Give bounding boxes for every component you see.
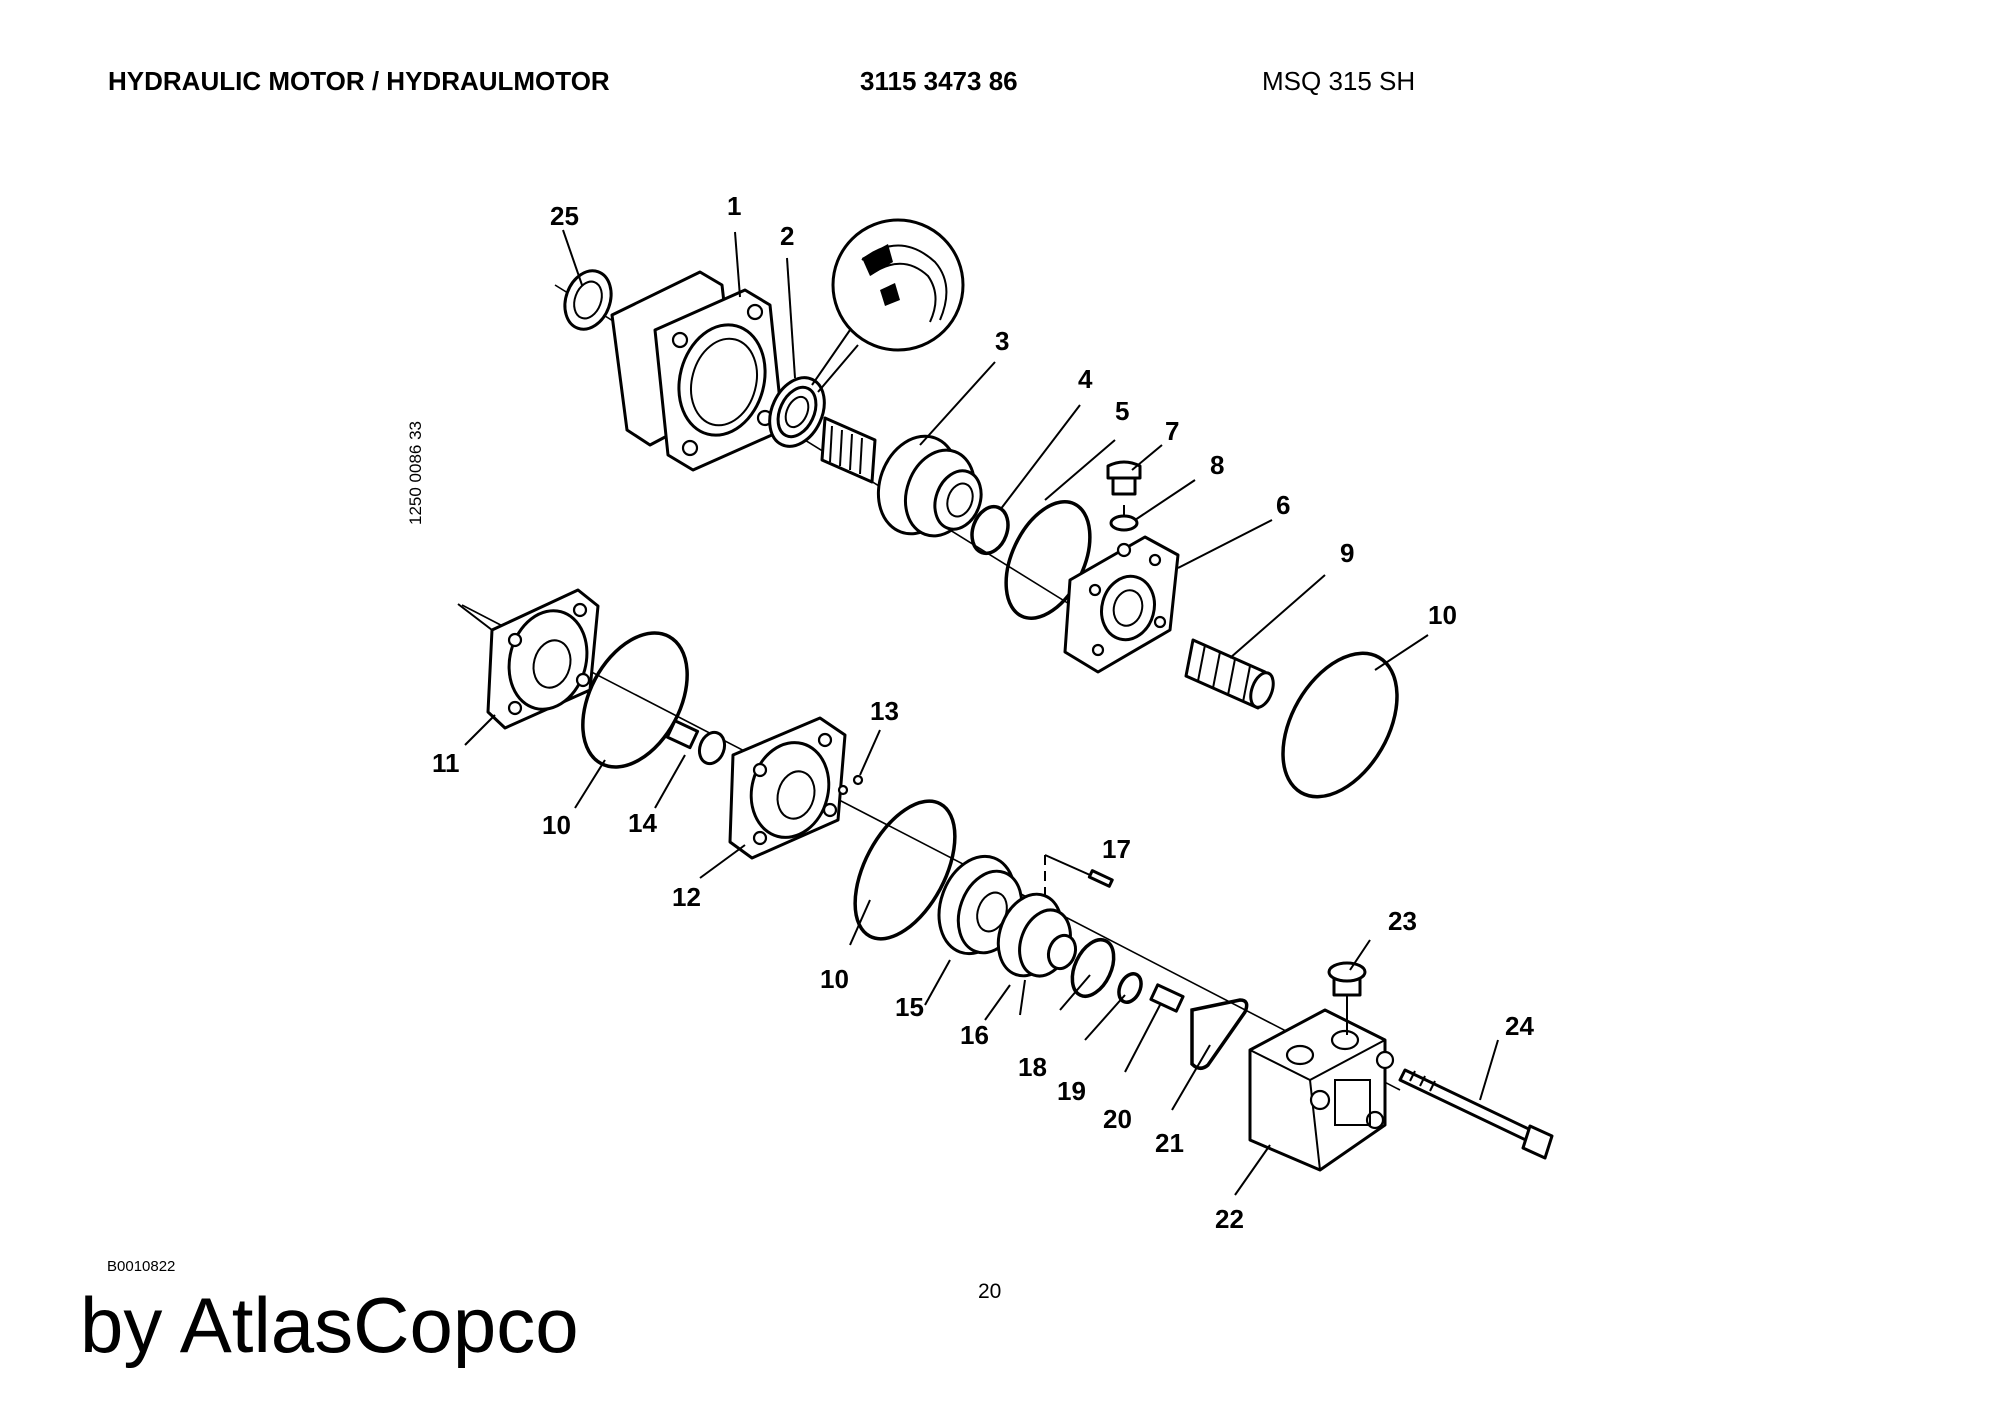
callout-11: 11: [432, 748, 460, 778]
document-id: B0010822: [107, 1258, 176, 1275]
callout-20: 20: [1103, 1104, 1132, 1134]
part-16-distributor: [996, 892, 1078, 978]
callout-9: 9: [1340, 538, 1354, 568]
part-8-washer: [1109, 514, 1139, 532]
callout-18: 18: [1018, 1052, 1047, 1082]
part-4-snap-ring: [970, 504, 1010, 556]
callout-19: 19: [1057, 1076, 1086, 1106]
callout-25: 25: [550, 201, 579, 231]
part-9-spline-shaft: [1184, 638, 1275, 710]
part-21-face-seal: [1190, 998, 1249, 1070]
page-title: HYDRAULIC MOTOR / HYDRAULMOTOR: [108, 66, 610, 96]
callout-17: 17: [1102, 834, 1131, 864]
callout-8: 8: [1210, 450, 1224, 480]
part-number: 3115 3473 86: [860, 66, 1018, 96]
callout-12: 12: [672, 882, 701, 912]
part-25-seal-ring: [563, 269, 613, 331]
part-22-port-housing: [1248, 1008, 1395, 1172]
part-10-o-ring-upper: [1281, 651, 1399, 799]
callout-4: 4: [1078, 364, 1093, 394]
part-6-bearing-housing: [1063, 535, 1180, 674]
callout-5: 5: [1115, 396, 1129, 426]
page-number: 20: [978, 1280, 1002, 1303]
part-14-small-spline: [665, 719, 727, 766]
part-18-o-ring: [1070, 938, 1116, 998]
callout-2: 2: [780, 221, 794, 251]
part-12-valve-plate: [728, 716, 847, 860]
callout-24: 24: [1505, 1011, 1534, 1041]
part-7-plug: [1106, 460, 1142, 496]
callout-10-lower: 10: [820, 964, 849, 994]
seal-detail-magnifier: [811, 218, 965, 393]
part-23-plug: [1327, 961, 1367, 1035]
part-10-o-ring-lower: [853, 799, 957, 941]
callout-14: 14: [628, 808, 657, 838]
part-2-shaft-seal: [768, 376, 826, 448]
part-17-guide-pin: [1044, 854, 1114, 900]
callout-13: 13: [870, 696, 899, 726]
callout-21: 21: [1155, 1128, 1184, 1158]
callout-10-middle: 10: [542, 810, 571, 840]
callout-15: 15: [895, 992, 924, 1022]
callout-6: 6: [1276, 490, 1290, 520]
part-19-seal: [1117, 972, 1143, 1004]
part-11-end-plate: [486, 588, 600, 730]
callout-16: 16: [960, 1020, 989, 1050]
lower-axis-line: [461, 604, 1401, 1091]
part-20-check-valve: [1149, 983, 1185, 1013]
leader-lines: [457, 229, 1499, 1196]
brand-text: by AtlasCopco: [80, 1281, 579, 1369]
callout-22: 22: [1215, 1204, 1244, 1234]
callout-23: 23: [1388, 906, 1417, 936]
callout-1: 1: [727, 191, 741, 221]
part-3-drive-shaft: [820, 416, 983, 538]
part-24-bolt: [1398, 1068, 1554, 1160]
part-13-pins: [837, 774, 864, 796]
callout-3: 3: [995, 326, 1009, 356]
callout-10-upper: 10: [1428, 600, 1457, 630]
callout-7: 7: [1165, 416, 1179, 446]
model-name: MSQ 315 SH: [1262, 66, 1416, 96]
part-1-flange: [610, 270, 785, 472]
